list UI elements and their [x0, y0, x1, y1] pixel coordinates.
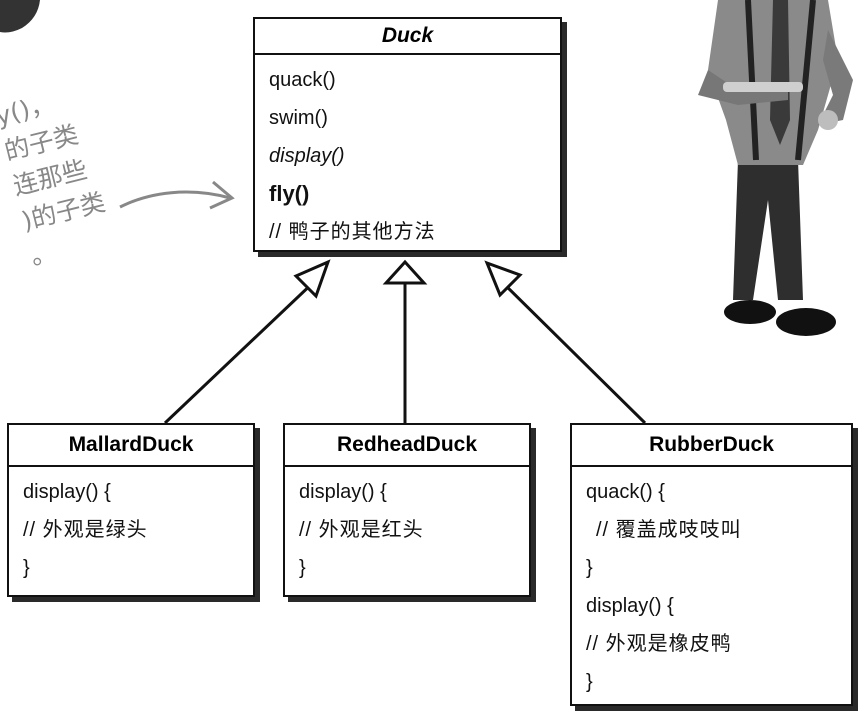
- code-line: display() {: [299, 481, 387, 503]
- code-line: display() {: [23, 481, 111, 503]
- mallard-inheritance-arrowhead: [293, 259, 331, 299]
- code-line: quack() {: [586, 481, 665, 503]
- code-line: }: [23, 557, 30, 579]
- code-comment: // 外观是绿头: [23, 519, 148, 541]
- redheadduck-body: display() { // 外观是红头 }: [285, 467, 529, 591]
- method-quack: quack(): [269, 69, 336, 91]
- mallardduck-class-name: MallardDuck: [9, 425, 253, 467]
- method-display: display(): [269, 145, 345, 167]
- method-swim: swim(): [269, 107, 328, 129]
- redhead-inheritance-arrowhead: [382, 259, 428, 285]
- rubberduck-body: quack() { // 覆盖成吱吱叫 } display() { // 外观是…: [572, 467, 851, 705]
- code-comment: // 覆盖成吱吱叫: [596, 519, 742, 541]
- person-photo: [698, 0, 853, 336]
- method-fly: fly(): [269, 181, 310, 206]
- rubberduck-class-box: RubberDuck quack() { // 覆盖成吱吱叫 } display…: [570, 423, 853, 706]
- decorative-object-fragment: [0, 0, 40, 33]
- duck-class-name: Duck: [255, 19, 560, 55]
- rubber-inheritance-arrowhead: [484, 260, 523, 298]
- duck-class-box: Duck quack() swim() display() fly() // 鸭…: [253, 17, 562, 252]
- code-line: }: [299, 557, 306, 579]
- note-pointer-arrowhead: [209, 180, 235, 210]
- code-line: }: [586, 557, 593, 579]
- method-other-comment: // 鸭子的其他方法: [269, 221, 436, 243]
- redheadduck-class-name: RedheadDuck: [285, 425, 529, 467]
- code-comment: // 外观是橡皮鸭: [586, 633, 732, 655]
- note-pointer-arrow: [119, 190, 231, 209]
- redheadduck-class-box: RedheadDuck display() { // 外观是红头 }: [283, 423, 531, 597]
- code-comment: // 外观是红头: [299, 519, 424, 541]
- mallardduck-class-box: MallardDuck display() { // 外观是绿头 }: [7, 423, 255, 597]
- mallard-inheritance-line: [163, 276, 320, 425]
- code-line: display() {: [586, 595, 674, 617]
- mallardduck-body: display() { // 外观是绿头 }: [9, 467, 253, 591]
- rubber-inheritance-line: [497, 277, 647, 425]
- code-line: }: [586, 671, 593, 693]
- duck-methods: quack() swim() display() fly() // 鸭子的其他方…: [255, 55, 560, 255]
- rubberduck-class-name: RubberDuck: [572, 425, 851, 467]
